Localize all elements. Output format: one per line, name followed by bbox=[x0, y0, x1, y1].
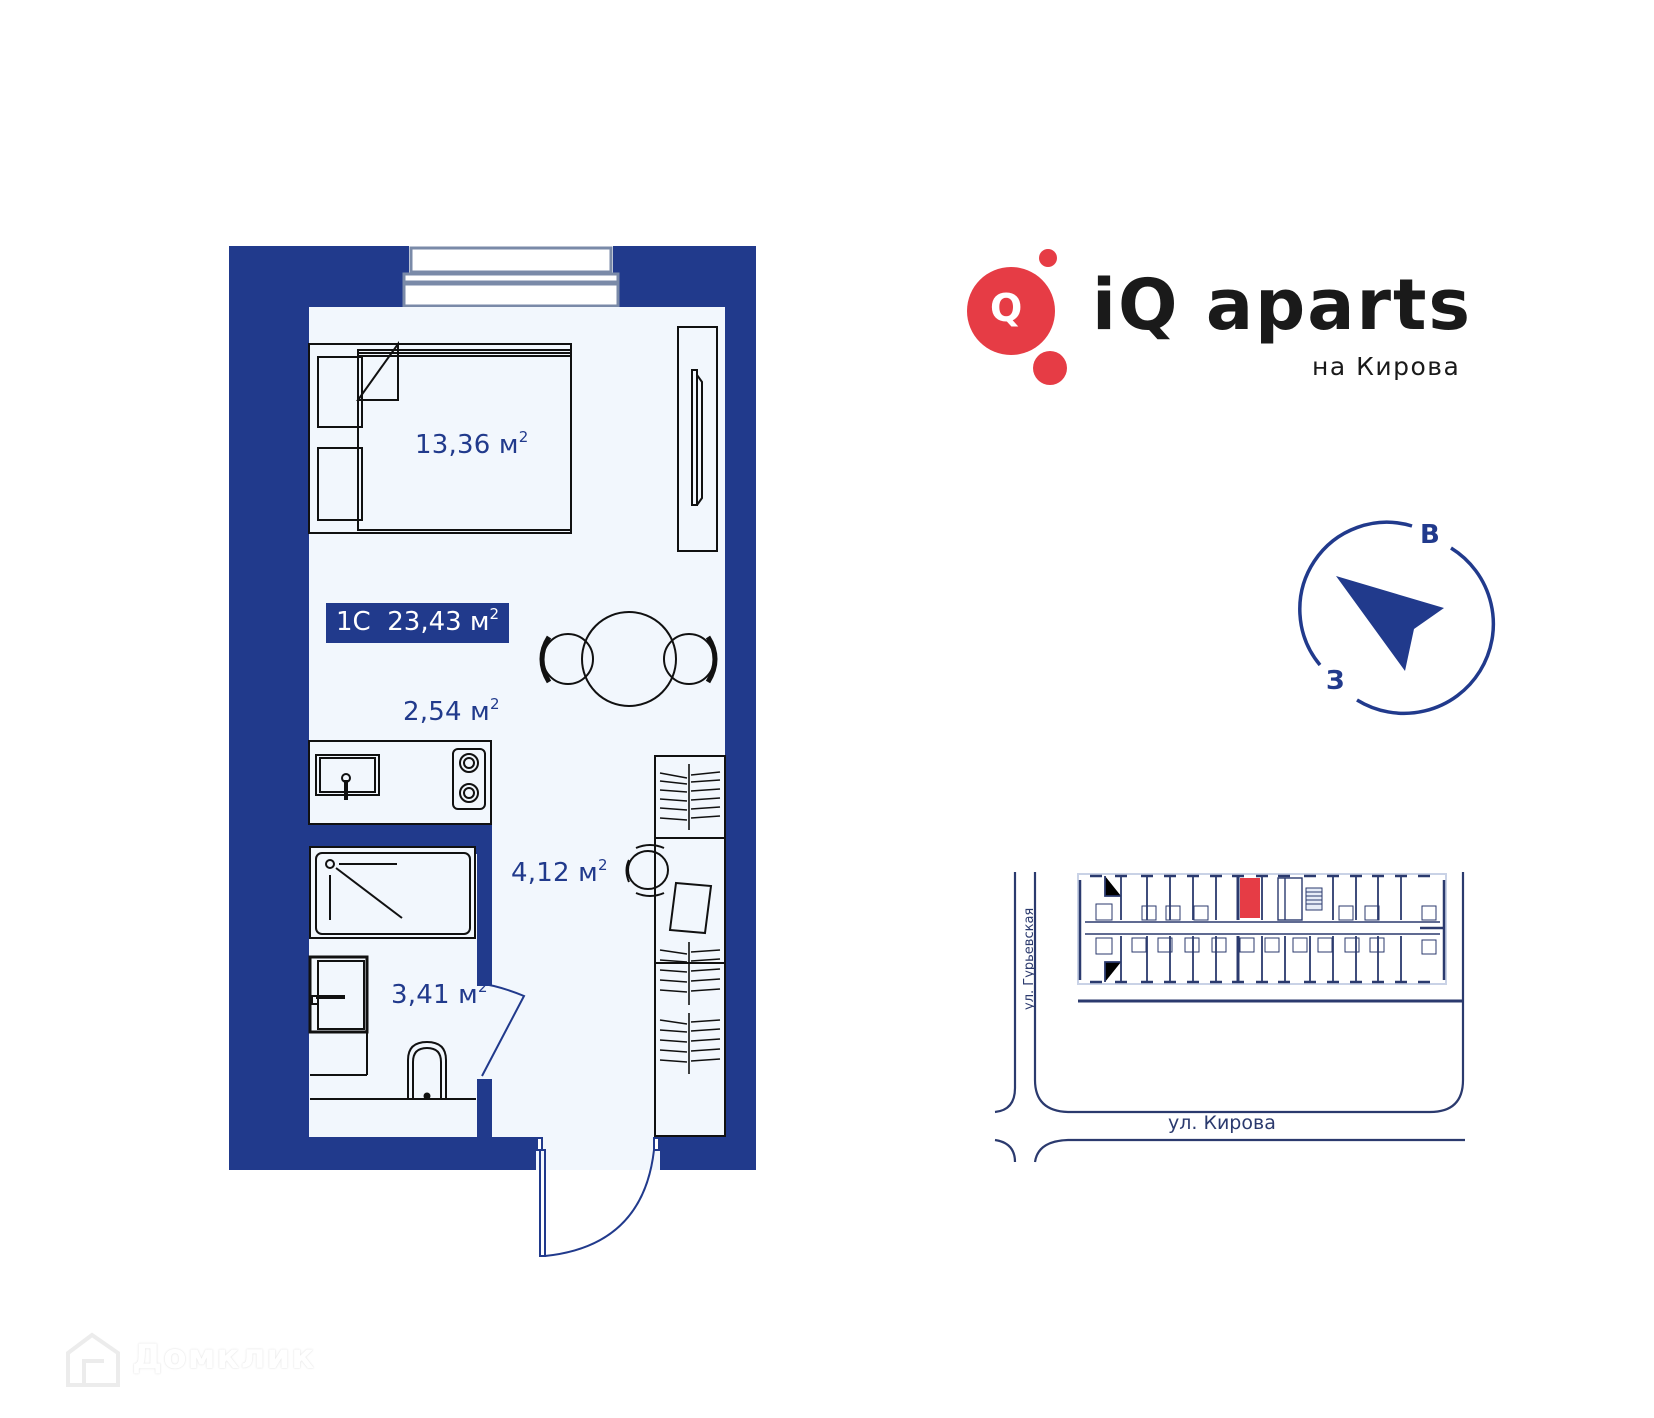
brand-logo: Q iQ aparts на Кирова bbox=[960, 240, 1480, 400]
area-superscript: 2 bbox=[477, 978, 488, 996]
unit-badge: 1С 23,43 м2 bbox=[326, 603, 510, 643]
street-guryevskaya-label: ул. Гурьевская bbox=[1022, 907, 1037, 1010]
watermark-text: Домклик bbox=[132, 1337, 316, 1377]
area-superscript: 2 bbox=[518, 428, 529, 446]
area-value: 4,12 м bbox=[511, 858, 598, 888]
total-area: 23,43 м bbox=[387, 607, 490, 637]
unit-type: 1С bbox=[336, 607, 371, 637]
area-value: 13,36 м bbox=[415, 430, 519, 460]
watermark: Домклик bbox=[60, 1325, 380, 1395]
street-kirova-label: ул. Кирова bbox=[1168, 1112, 1276, 1134]
area-superscript: 2 bbox=[489, 695, 500, 713]
logo-letter: Q bbox=[990, 286, 1023, 330]
floor-plan-drawing bbox=[229, 246, 756, 1257]
area-value: 2,54 м bbox=[403, 697, 490, 727]
house-logo-icon bbox=[66, 1332, 120, 1387]
area-superscript: 2 bbox=[489, 605, 500, 623]
area-superscript: 2 bbox=[597, 856, 608, 874]
compass-east-label: В bbox=[1420, 520, 1440, 550]
site-map bbox=[994, 872, 1465, 1163]
kitchen-area: 2,54 м2 bbox=[403, 695, 500, 727]
hallway-area: 4,12 м2 bbox=[511, 856, 608, 888]
brand-name: iQ aparts bbox=[1092, 264, 1473, 346]
area-value: 3,41 м bbox=[391, 980, 478, 1010]
compass: В З bbox=[1290, 510, 1510, 730]
compass-arrow-icon bbox=[1298, 520, 1496, 716]
floor-plan: 13,36 м2 1С 23,43 м2 2,54 м2 4,12 м2 3,4… bbox=[0, 0, 820, 1300]
brand-subtitle: на Кирова bbox=[1312, 352, 1461, 381]
bathroom-area: 3,41 м2 bbox=[391, 978, 488, 1010]
site-plan: ул. Кирова ул. Гурьевская bbox=[960, 860, 1480, 1190]
compass-west-label: З bbox=[1326, 666, 1345, 696]
logo-mark-icon bbox=[967, 249, 1067, 385]
highlighted-unit bbox=[1240, 878, 1260, 918]
living-room-area: 13,36 м2 bbox=[415, 428, 529, 460]
